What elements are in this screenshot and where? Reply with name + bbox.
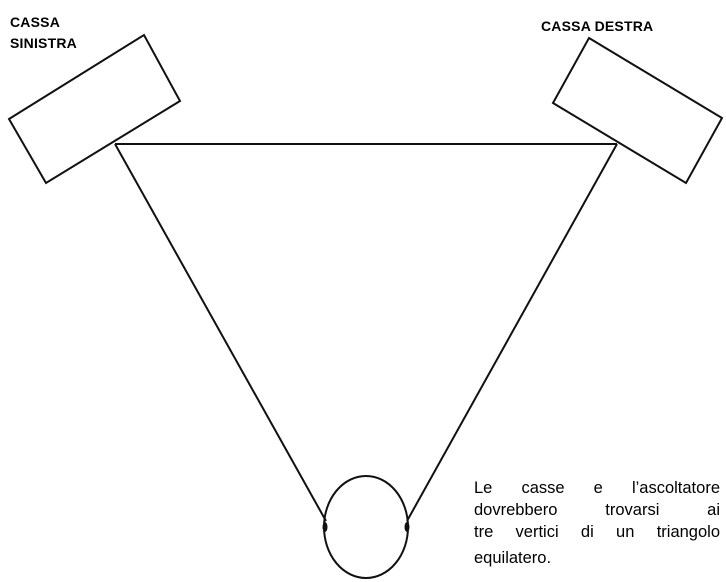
- listener-left-ear: [322, 522, 328, 532]
- caption-line-4: equilatero.: [474, 549, 552, 567]
- triangle-right-side: [406, 143, 618, 522]
- left-speaker-label: CASSA SINISTRA: [10, 12, 77, 54]
- listener-head: [323, 475, 409, 579]
- right-speaker-label: CASSA DESTRA: [541, 16, 653, 37]
- left-speaker-box: [7, 33, 182, 185]
- caption-line-3: tre vertici di un triangolo: [474, 523, 720, 541]
- right-speaker-box: [551, 36, 724, 185]
- triangle-left-side: [114, 143, 327, 522]
- left-speaker-label-line1: CASSA: [10, 14, 61, 30]
- listener-right-ear: [404, 522, 410, 532]
- caption-line-1: Le casse e l’ascoltatore: [474, 479, 720, 497]
- caption: Le casse e l’ascoltatore dovrebbero trov…: [474, 477, 720, 569]
- right-speaker-label-text: CASSA DESTRA: [541, 18, 654, 34]
- caption-line-2: dovrebbero trovarsi ai: [474, 501, 720, 519]
- left-speaker-label-line2: SINISTRA: [10, 35, 77, 51]
